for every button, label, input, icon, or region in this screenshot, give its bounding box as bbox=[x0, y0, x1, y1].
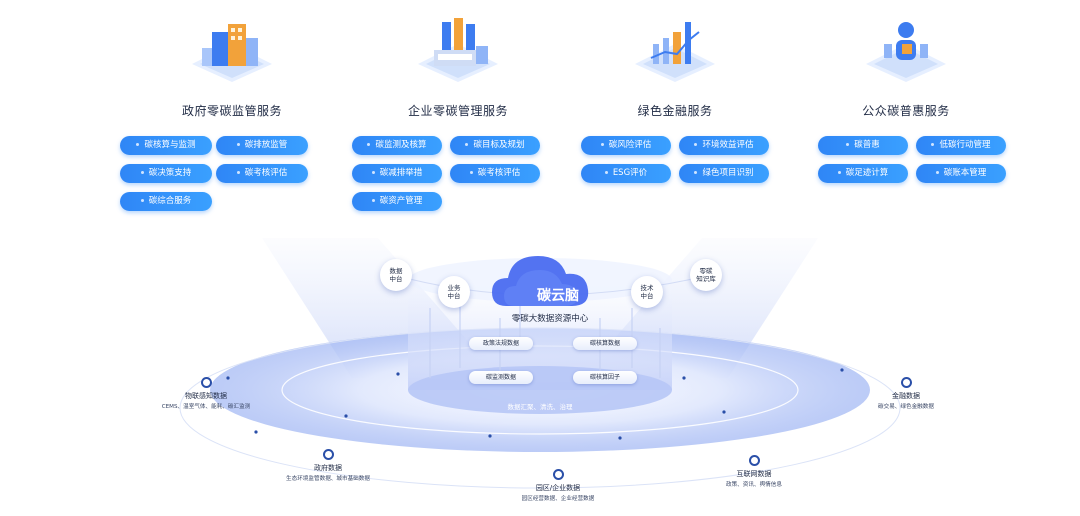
data-chip: 碳核算数据 bbox=[573, 337, 637, 350]
service-item[interactable]: 碳决策支持 bbox=[120, 164, 212, 183]
service-column-government: 政府零碳监管服务 碳核算与监测 碳排放监管 碳决策支持 碳考核评估 碳综合服务 bbox=[112, 0, 352, 220]
service-item[interactable]: 碳账本管理 bbox=[916, 164, 1006, 183]
service-item[interactable]: 碳普惠 bbox=[818, 136, 908, 155]
service-item[interactable]: 碳风险评估 bbox=[581, 136, 671, 155]
service-item[interactable]: 低碳行动管理 bbox=[916, 136, 1006, 155]
service-item[interactable]: 碳目标及规划 bbox=[450, 136, 540, 155]
service-title: 公众碳普惠服务 bbox=[862, 104, 950, 118]
bubble-business-platform: 业务中台 bbox=[438, 276, 470, 308]
service-item[interactable]: 碳足迹计算 bbox=[818, 164, 908, 183]
service-item[interactable]: 碳考核评估 bbox=[216, 164, 308, 183]
data-chip: 政策法规数据 bbox=[469, 337, 533, 350]
service-title: 政府零碳监管服务 bbox=[181, 104, 282, 118]
center-subtitle: 零碳大数据资源中心 bbox=[511, 314, 589, 324]
bubble-data-platform: 数据中台 bbox=[380, 259, 412, 291]
source-marker-icon bbox=[200, 377, 212, 388]
service-item[interactable]: 碳减排举措 bbox=[352, 164, 442, 183]
service-item[interactable]: 碳排放监管 bbox=[216, 136, 308, 155]
data-chip: 碳核算因子 bbox=[573, 371, 637, 384]
service-title: 企业零碳管理服务 bbox=[407, 104, 508, 118]
source-government: 政府数据 生态环境监管数据、城市基础数据 bbox=[268, 449, 388, 482]
service-title: 绿色金融服务 bbox=[637, 104, 713, 118]
source-internet: 互联网数据 政策、资讯、舆情信息 bbox=[694, 455, 814, 488]
cloud-label: 碳云脑 bbox=[537, 288, 579, 304]
service-column-enterprise: 企业零碳管理服务 碳监测及核算 碳目标及规划 碳减排举措 碳考核评估 碳资产管理 bbox=[338, 0, 578, 220]
bubble-knowledge-base: 零碳知识库 bbox=[690, 259, 722, 291]
source-marker-icon bbox=[748, 455, 760, 466]
government-building-icon bbox=[192, 24, 272, 82]
service-item[interactable]: 环境效益评估 bbox=[679, 136, 769, 155]
service-item[interactable]: 碳监测及核算 bbox=[352, 136, 442, 155]
service-item[interactable]: 碳核算与监测 bbox=[120, 136, 212, 155]
public-person-icon bbox=[866, 22, 946, 82]
service-item[interactable]: 碳资产管理 bbox=[352, 192, 442, 211]
source-marker-icon bbox=[900, 377, 912, 388]
data-chip: 碳监测数据 bbox=[469, 371, 533, 384]
service-item[interactable]: 碳考核评估 bbox=[450, 164, 540, 183]
service-item[interactable]: 绿色项目识别 bbox=[679, 164, 769, 183]
factory-icon bbox=[418, 18, 498, 82]
finance-chart-icon bbox=[635, 22, 715, 82]
source-finance: 金融数据 碳交易、绿色金融数据 bbox=[846, 377, 966, 410]
bubble-tech-platform: 技术中台 bbox=[631, 276, 663, 308]
service-item[interactable]: ESG评价 bbox=[581, 164, 671, 183]
base-text: 数据汇聚、清洗、治理 bbox=[507, 403, 573, 411]
service-column-finance: 绿色金融服务 碳风险评估 环境效益评估 ESG评价 绿色项目识别 bbox=[555, 0, 795, 220]
service-column-public: 公众碳普惠服务 碳普惠 低碳行动管理 碳足迹计算 碳账本管理 bbox=[786, 0, 1026, 220]
source-iot: 物联感知数据 CEMS、温室气体、能耗、碳汇监测 bbox=[146, 377, 266, 410]
source-park-enterprise: 园区/企业数据 园区经营数据、企业经营数据 bbox=[498, 469, 618, 502]
source-marker-icon bbox=[322, 449, 334, 460]
service-item[interactable]: 碳综合服务 bbox=[120, 192, 212, 211]
source-marker-icon bbox=[552, 469, 564, 480]
